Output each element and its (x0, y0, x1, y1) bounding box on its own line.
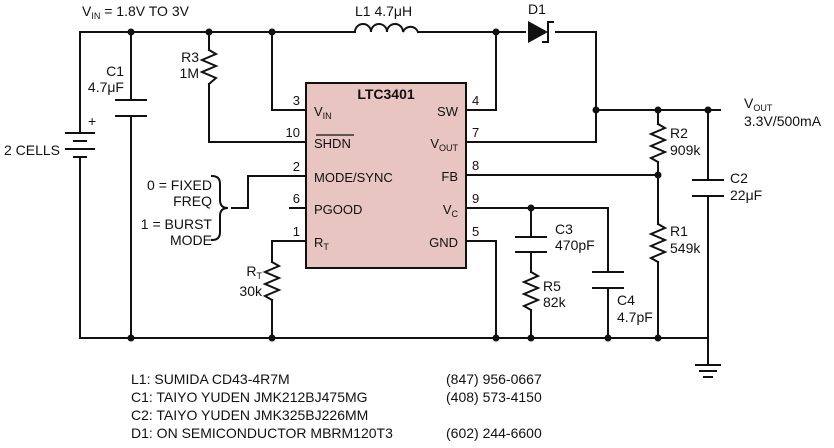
vout-label: VOUT (744, 95, 773, 113)
c2-value: 22μF (730, 187, 762, 203)
r3-value: 1M (180, 65, 199, 81)
pin-number-shdn: 10 (286, 125, 300, 140)
c2-name: C2 (730, 170, 748, 186)
ground-symbol (695, 364, 721, 378)
mode-note-line: MODE (170, 232, 212, 248)
c3-name: C3 (555, 221, 573, 237)
rt-name: RT (246, 263, 262, 281)
resistor-rt (262, 260, 282, 302)
d1-label: D1 (528, 1, 546, 17)
resistor-r5 (521, 270, 541, 312)
vout-spec: 3.3V/500mA (744, 113, 822, 129)
pin-number-vout: 7 (472, 125, 479, 140)
pin-number-gnd: 5 (472, 224, 479, 239)
bom-phone: (602) 244-6600 (446, 425, 542, 441)
capacitor-c2 (692, 179, 724, 197)
bom-part: D1: ON SEMICONDUCTOR MBRM120T3 (131, 425, 393, 441)
ic-name: LTC3401 (357, 86, 415, 102)
pin-label-shdn: SHDN (314, 136, 351, 151)
c3-value: 470pF (555, 237, 595, 253)
capacitor-c4 (592, 271, 624, 289)
r2-value: 909k (670, 142, 701, 158)
inductor-l1 (353, 23, 420, 34)
vin-label: VIN = 1.8V TO 3V (82, 3, 190, 21)
bom-list: L1: SUMIDA CD43-4R7M (847) 956-0667 C1: … (131, 371, 542, 441)
r3-name: R3 (181, 49, 199, 65)
pin-number-rt: 1 (293, 224, 300, 239)
bom-part: C2: TAIYO YUDEN JMK325BJ226MM (131, 407, 368, 423)
pin-number-pgood: 6 (293, 191, 300, 206)
mode-note-line: FREQ (173, 193, 212, 209)
pin-label-sw: SW (437, 104, 459, 119)
pin-label-rt: RT (314, 235, 329, 252)
capacitor-c3 (515, 236, 547, 253)
resistor-r2 (648, 122, 668, 164)
r5-value: 82k (543, 294, 567, 310)
battery-symbol (65, 132, 95, 167)
r1-value: 549k (670, 240, 701, 256)
c1-name: C1 (106, 63, 124, 79)
r2-name: R2 (670, 125, 688, 141)
mode-note-line: 1 = BURST (141, 216, 213, 232)
battery-label: 2 CELLS (4, 142, 60, 158)
r5-name: R5 (543, 278, 561, 294)
ic-body (305, 82, 467, 269)
pin-label-vin: VIN (314, 104, 332, 121)
pin-number-vin: 3 (293, 93, 300, 108)
bom-phone: (408) 573-4150 (446, 389, 542, 405)
l1-label: L1 4.7μH (355, 3, 412, 19)
pin-number-fb: 8 (472, 158, 479, 173)
c1-value: 4.7μF (88, 79, 124, 95)
c4-name: C4 (617, 292, 635, 308)
pin-number-sw: 4 (472, 93, 479, 108)
capacitor-c1 (115, 99, 147, 117)
pin-label-fb: FB (441, 169, 458, 184)
junctions (127, 28, 712, 342)
pin-label-vc: VC (443, 202, 459, 219)
pin-number-mode: 2 (293, 159, 300, 174)
rt-value: 30k (239, 283, 263, 299)
bom-phone: (847) 956-0667 (446, 371, 542, 387)
resistor-r3 (199, 48, 219, 86)
c4-value: 4.7pF (617, 309, 653, 325)
diode-d1 (528, 21, 554, 43)
mode-brace (210, 174, 229, 242)
r1-name: R1 (670, 223, 688, 239)
bom-part: L1: SUMIDA CD43-4R7M (131, 371, 290, 387)
pin-label-gnd: GND (429, 235, 458, 250)
resistor-r1 (648, 222, 668, 264)
mode-note-line: 0 = FIXED (147, 177, 212, 193)
battery-plus: + (88, 113, 96, 129)
pin-label-pgood: PGOOD (314, 202, 362, 217)
bom-part: C1: TAIYO YUDEN JMK212BJ475MG (131, 389, 368, 405)
pin-number-vc: 9 (472, 191, 479, 206)
pin-label-mode: MODE/SYNC (314, 170, 393, 185)
pin-label-vout: VOUT (430, 136, 458, 153)
